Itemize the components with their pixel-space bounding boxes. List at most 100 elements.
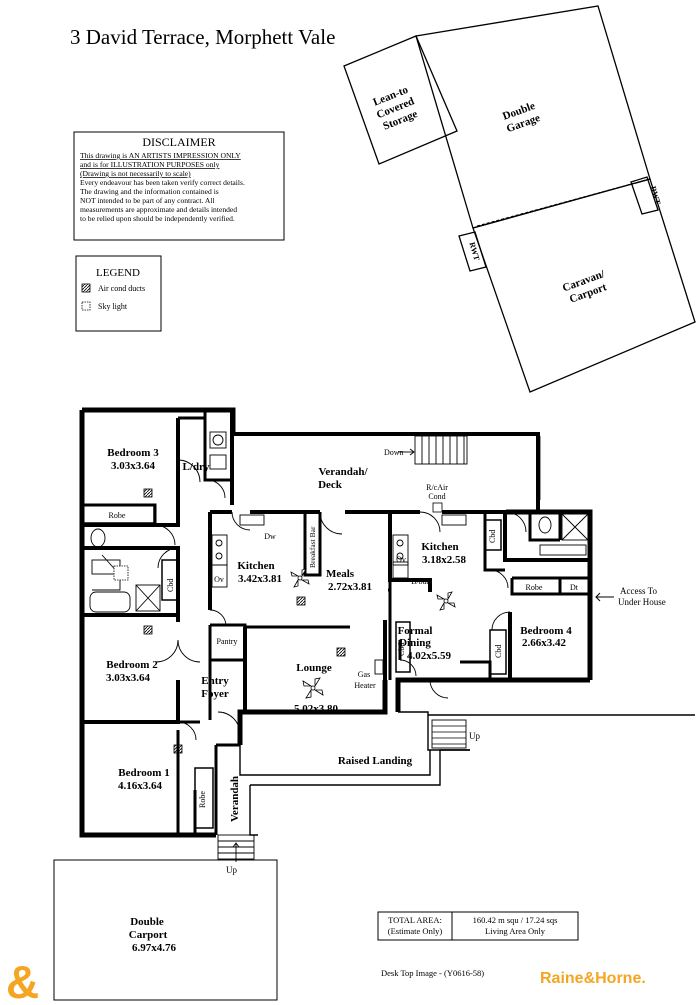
room-labels: Bedroom 3 3.03x3.64 L/dry Robe Verandah/…: [106, 447, 666, 954]
legend-skylight-label: Sky light: [98, 302, 128, 311]
meals-name: Meals: [326, 568, 355, 580]
aircon-duct-icon: [81, 283, 91, 293]
area-label: (Estimate Only): [388, 926, 443, 936]
bedroom3-size: 3.03x3.64: [111, 460, 156, 472]
brand-wordmark: Raine&Horne.: [540, 970, 646, 987]
kitchen1-size: 3.42x3.81: [238, 573, 282, 585]
area-label: TOTAL AREA:: [388, 915, 442, 925]
aircon-duct-icon: [143, 488, 153, 498]
area-value: Living Area Only: [485, 926, 546, 936]
gas-heater-label: Heater: [354, 681, 376, 690]
pantry-label: Pantry: [217, 637, 238, 646]
access-label: Under House: [618, 597, 666, 607]
legend-aircon-label: Air cond ducts: [98, 284, 145, 293]
cupboard-label: Cbd: [397, 643, 406, 656]
oven-label: Ov: [396, 555, 406, 564]
foyer-name: Entry: [201, 675, 229, 687]
caravan-outline: [472, 178, 696, 393]
raised-landing-label: Raised Landing: [338, 755, 413, 767]
meals-size: 2.72x3.81: [328, 581, 372, 593]
windows: [79, 407, 593, 838]
rwt-label: RWT: [648, 185, 662, 206]
bedroom4-name: Bedroom 4: [520, 625, 572, 637]
house-walls: [79, 407, 593, 838]
aircon-duct-icon: [296, 596, 306, 606]
verandah-deck-label: Deck: [318, 479, 343, 491]
ceiling-fans: [290, 568, 456, 699]
deck-stairs: [398, 435, 468, 465]
lounge-size: 5.02x3.80: [294, 703, 339, 715]
cupboard-label: Cbd: [166, 579, 175, 592]
laundry-label: L/dry: [183, 461, 210, 473]
ceiling-fan-icon: [302, 677, 324, 699]
area-value: 160.42 m squ / 17.24 sqs: [473, 915, 558, 925]
bedroom4-size: 2.66x3.42: [522, 637, 567, 649]
robe-label: Robe: [526, 583, 543, 592]
aircon-label: R/cAir: [426, 483, 448, 492]
aircon-unit-icon: [432, 502, 443, 513]
total-area-box: TOTAL AREA: (Estimate Only) 160.42 m squ…: [377, 911, 579, 941]
verandah-deck-label: Verandah/: [318, 466, 368, 478]
carport-outline: [53, 859, 278, 1001]
dishwasher-label: Dw: [264, 532, 276, 541]
up-label: Up: [469, 731, 480, 741]
cupboard-label: Cbd: [494, 645, 503, 658]
lounge-name: Lounge: [296, 662, 332, 674]
disclaimer-line: Every endeavour has been taken verify co…: [80, 178, 245, 187]
outbuildings: [343, 5, 696, 393]
aircon-label: Cond: [428, 492, 445, 501]
oven-label: Ov: [214, 575, 224, 584]
breakfast-bar-label: B/bar: [411, 577, 429, 586]
aircon-duct-icon: [336, 647, 346, 657]
bedroom1-size: 4.16x3.64: [118, 780, 163, 792]
up-label: Up: [226, 865, 237, 875]
disclaimer-box: DISCLAIMER This drawing is AN ARTISTS IM…: [73, 131, 285, 241]
ceiling-fan-icon: [290, 568, 310, 588]
disclaimer-line: The drawing and the information containe…: [80, 187, 219, 196]
dining-name: Dining: [399, 637, 431, 649]
fixtures: [89, 431, 589, 675]
raised-landing: [239, 592, 695, 836]
image-reference: Desk Top Image - (Y0616-58): [381, 968, 484, 978]
front-stairs: [217, 834, 255, 862]
dt-label: Dt: [570, 583, 579, 592]
page-title: 3 David Terrace, Morphett Vale: [70, 25, 335, 49]
ceiling-markers: [113, 488, 443, 754]
rwt-tank-right: [630, 176, 659, 215]
skylight-icon: [113, 565, 129, 581]
bedroom3-name: Bedroom 3: [107, 447, 159, 459]
lean-to-label: Lean-to Covered Storage: [371, 84, 419, 133]
rwt-tank-left: [458, 231, 487, 272]
access-label: Access To: [620, 586, 657, 596]
ceiling-fan-icon: [436, 591, 456, 611]
caravan-label: Caravan/ Carport: [561, 268, 609, 306]
lean-to-outline: [343, 35, 458, 165]
robe-label: Robe: [109, 511, 126, 520]
bedroom2-size: 3.03x3.64: [106, 672, 151, 684]
disclaimer-line: This drawing is AN ARTISTS IMPRESSION ON…: [80, 151, 241, 160]
disclaimer-line: NOT intended to be part of any contract.…: [80, 196, 215, 205]
verandah-label: Verandah: [229, 776, 241, 822]
cupboard-label: Cbd: [488, 530, 497, 543]
carport-name: Carport: [129, 929, 168, 941]
disclaimer-line: and is for ILLUSTRATION PURPOSES only: [80, 160, 220, 169]
down-label: Down: [384, 448, 404, 457]
aircon-duct-icon: [143, 625, 153, 635]
door-swings: [154, 459, 527, 741]
disclaimer-heading: DISCLAIMER: [142, 135, 215, 149]
robe-label: Robe: [198, 791, 207, 808]
legend-heading: LEGEND: [96, 267, 140, 279]
skylight-icon: [81, 301, 91, 311]
aircon-duct-icon: [173, 744, 183, 754]
dining-name: Formal: [398, 625, 433, 637]
kitchen2-name: Kitchen: [421, 541, 458, 553]
carport-size: 6.97x4.76: [132, 942, 177, 954]
breakfast-bar-label: Breakfast Bar: [308, 526, 317, 568]
dining-size: 4.02x5.59: [407, 650, 452, 662]
brand-ampersand-logo: &: [6, 956, 39, 1005]
carport-name: Double: [130, 916, 164, 928]
disclaimer-line: (Drawing is not necessarily to scale): [80, 169, 191, 178]
foyer-name: Foyer: [201, 688, 229, 700]
